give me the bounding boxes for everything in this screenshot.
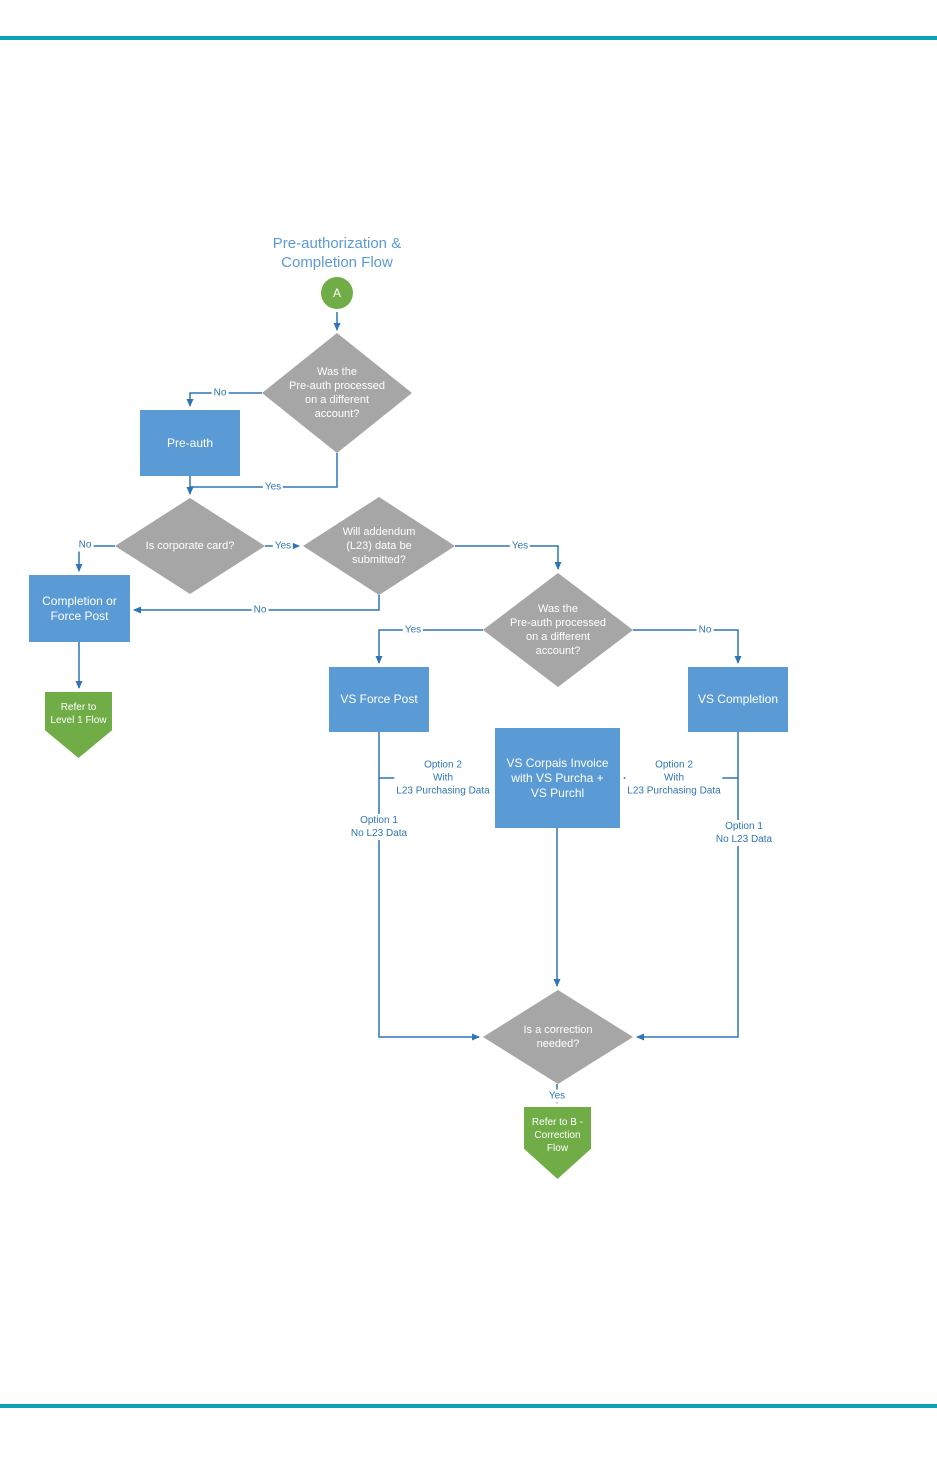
edge-label-d2-yes: Yes: [272, 539, 294, 553]
decision-preauth-different-account-1-label: Was the Pre-auth processed on a differen…: [289, 366, 385, 420]
decision-is-correction-needed-label: Is a correction needed?: [523, 1024, 593, 1050]
edge-label-d2-no: No: [76, 538, 94, 552]
edge-label-d5-yes: Yes: [546, 1089, 568, 1103]
edge-label-d3-yes: Yes: [509, 539, 531, 553]
edge-label-d1-no: No: [211, 386, 229, 400]
edge-label-left-option1: Option 1 No L23 Data: [348, 814, 410, 840]
top-divider-rule: [0, 36, 937, 40]
process-vs-corpais-invoice: VS Corpais Invoice with VS Purcha + VS P…: [495, 728, 620, 828]
decision-is-corporate-card-label: Is corporate card?: [145, 540, 235, 552]
edge-d4-yes-to-vsforcepost: [375, 629, 483, 664]
process-completion-or-force-post-label: Completion or Force Post: [42, 593, 117, 623]
start-node-a-label: A: [332, 286, 341, 300]
process-pre-auth-label: Pre-auth: [166, 435, 214, 450]
edge-label-right-option1: Option 1 No L23 Data: [713, 820, 775, 846]
process-vs-completion: VS Completion: [688, 667, 788, 732]
process-vs-completion-label: VS Completion: [697, 692, 779, 706]
edge-label-left-option2: Option 2 With L23 Purchasing Data: [394, 758, 492, 798]
bottom-divider-rule: [0, 1404, 937, 1408]
decision-preauth-different-account-2-label: Was the Pre-auth processed on a differen…: [510, 603, 606, 657]
terminal-refer-b-correction-flow-label: Refer to B - Correction Flow: [531, 1117, 584, 1154]
process-completion-or-force-post: Completion or Force Post: [29, 575, 130, 642]
start-node-a: A: [321, 277, 353, 309]
edge-d1-yes-loop: [190, 453, 338, 488]
edge-d3-no-to-completion: [133, 595, 380, 614]
decision-will-addendum-l23-label: Will addendum (L23) data be submitted?: [342, 526, 416, 566]
edge-d4-no-to-vscompletion: [633, 629, 742, 664]
process-vs-force-post: VS Force Post: [329, 667, 429, 732]
edge-label-d3-no: No: [251, 603, 269, 617]
edge-label-d1-yes: Yes: [262, 480, 284, 494]
terminal-refer-level1-flow-label: Refer to Level 1 Flow: [50, 702, 107, 726]
process-vs-corpais-invoice-label: VS Corpais Invoice with VS Purcha + VS P…: [506, 755, 609, 800]
edge-label-d4-yes: Yes: [402, 623, 424, 637]
edge-label-d4-no: No: [696, 623, 714, 637]
edge-d1-no-to-preauth: [186, 392, 262, 407]
process-pre-auth: Pre-auth: [140, 410, 240, 476]
process-vs-force-post-label: VS Force Post: [340, 692, 418, 706]
edge-d3-yes-to-d4: [455, 545, 562, 570]
diagram-title: Pre-authorization & Completion Flow: [272, 235, 402, 271]
edge-label-right-option2: Option 2 With L23 Purchasing Data: [625, 758, 723, 798]
